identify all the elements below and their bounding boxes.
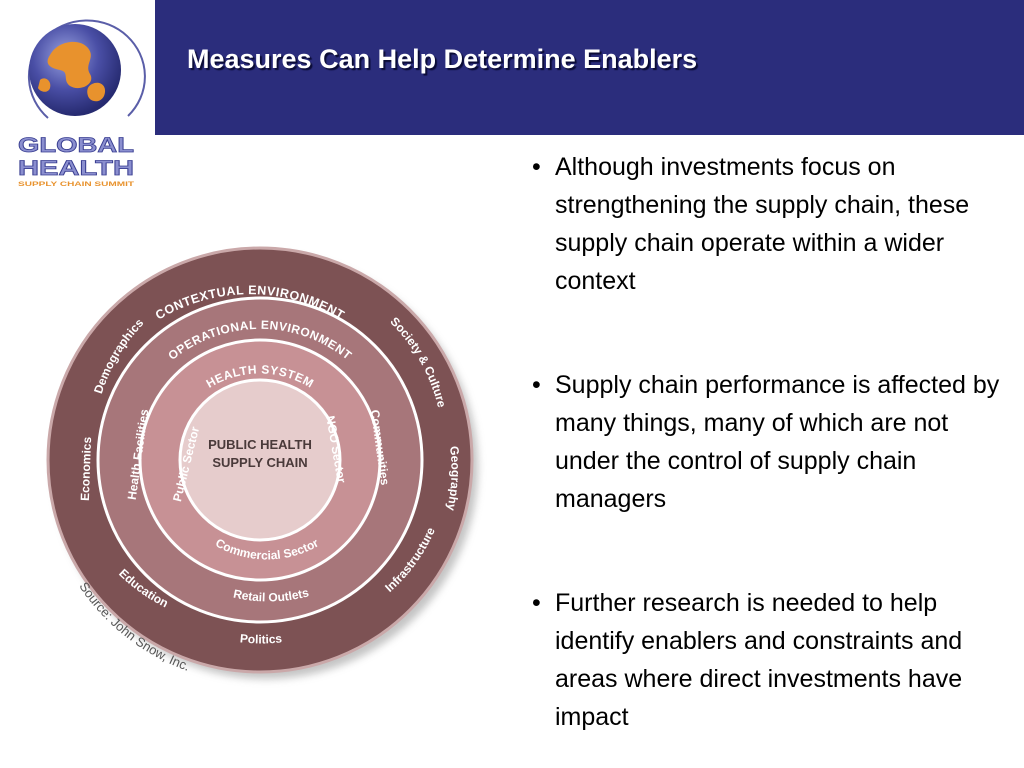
retail-outlets-label: Retail Outlets	[232, 585, 310, 604]
economics-label: Economics	[78, 436, 94, 501]
politics-label: Politics	[239, 631, 283, 646]
bullet-item: • Although investments focus on strengthe…	[530, 148, 1010, 300]
center-label-line2: SUPPLY CHAIN	[212, 455, 307, 470]
geography-label: Geography	[444, 445, 463, 512]
supply-chain-context-diagram: PUBLIC HEALTH SUPPLY CHAIN CONTEXTUAL EN…	[46, 246, 478, 679]
slide-title: Measures Can Help Determine Enablers	[187, 44, 698, 74]
logo-line-health: HEALTH	[18, 157, 134, 180]
header-band: Measures Can Help Determine Enablers	[155, 0, 1024, 135]
center-circle	[178, 378, 342, 542]
bullet-marker: •	[532, 589, 541, 617]
bullet-item: • Further research is needed to help iden…	[530, 584, 1010, 736]
logo-line-summit: SUPPLY CHAIN SUMMIT	[18, 181, 134, 188]
bullet-text: Supply chain performance is affected by …	[555, 371, 1000, 513]
logo-line-global: GLOBAL	[18, 134, 134, 157]
center-label-line1: PUBLIC HEALTH	[208, 437, 312, 452]
bullet-marker: •	[532, 371, 541, 399]
bullet-text: Although investments focus on strengthen…	[555, 153, 970, 295]
bullet-list: • Although investments focus on strengthe…	[530, 148, 1010, 736]
bullet-item: • Supply chain performance is affected by…	[530, 366, 1010, 518]
global-health-logo: GLOBAL HEALTH SUPPLY CHAIN SUMMIT	[18, 19, 146, 188]
bullet-text: Further research is needed to help ident…	[555, 589, 963, 731]
bullet-marker: •	[532, 153, 541, 181]
globe-icon	[27, 19, 146, 119]
